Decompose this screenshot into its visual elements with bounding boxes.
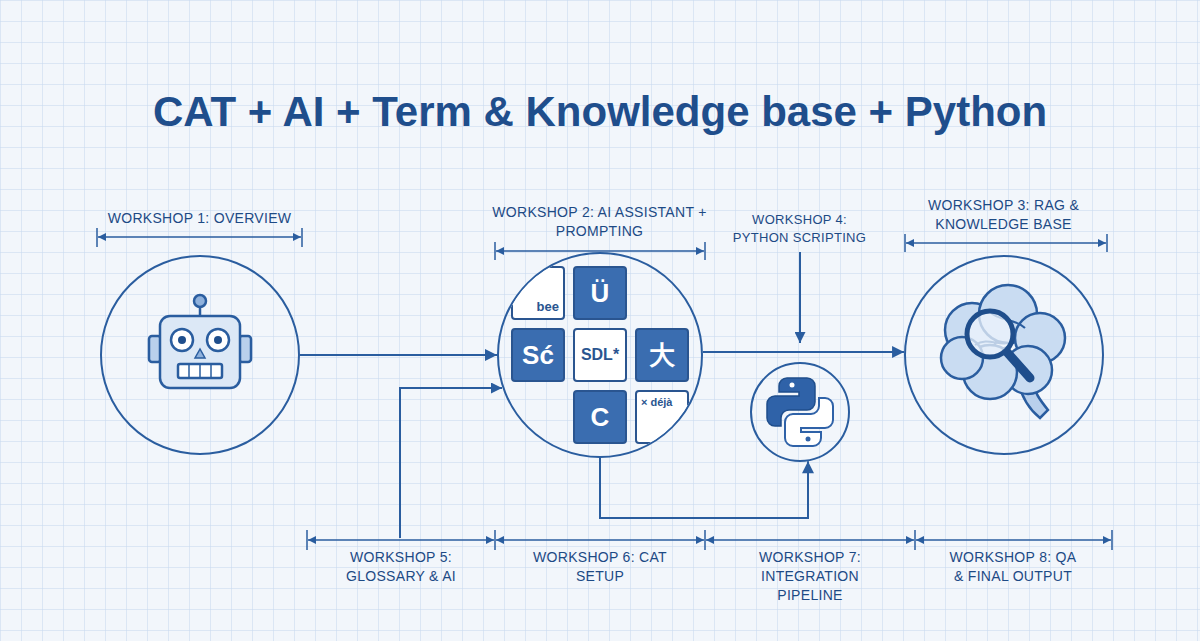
robot-eye	[171, 329, 193, 351]
robot-eye	[207, 329, 229, 351]
tool-tile: Sć	[511, 328, 565, 382]
workshop-circle: WORKSHOP 4: PYTHON SCRIPTING	[750, 362, 850, 462]
robot-nose	[195, 349, 205, 358]
dimension-line	[706, 539, 914, 541]
workshop-heading: WORKSHOP 2: AI ASSISTANT + PROMPTING	[490, 203, 710, 241]
brain-icon	[941, 285, 1065, 418]
dimension-line	[906, 242, 1106, 244]
bracket-tick	[704, 242, 706, 260]
leader-arrow	[400, 388, 502, 538]
workshop-label: WORKSHOP 8: QA & FINAL OUTPUT	[948, 548, 1078, 586]
magnifier-glass	[967, 311, 1013, 357]
leader-arrow	[799, 252, 801, 343]
cat-logo-tile	[635, 11, 689, 65]
tool-name: C	[591, 403, 610, 432]
bracket-tick	[494, 242, 496, 260]
flow-arrow	[600, 458, 808, 518]
python-snake-lower	[785, 398, 833, 446]
dimension-line	[98, 236, 301, 238]
magnifier-handle	[1006, 351, 1030, 378]
tool-tile: Ü	[573, 266, 627, 320]
robot-teeth	[189, 364, 211, 378]
tool-name: × déjà	[641, 396, 673, 408]
robot-mouth	[178, 364, 222, 378]
dimension-line	[308, 539, 494, 541]
dimension-line	[496, 539, 704, 541]
workshop-circle: WORKSHOP 1: OVERVIEW	[100, 255, 300, 455]
bracket-tick	[494, 530, 496, 550]
dimension-brackets	[97, 228, 1112, 550]
bracket-tick	[306, 530, 308, 550]
robot-icon	[149, 295, 251, 388]
tool-name: Ü	[591, 279, 610, 308]
workshop-circle: WORKSHOP 3: RAG & KNOWLEDGE BASE	[904, 255, 1104, 455]
bracket-tick	[914, 530, 916, 550]
workshop-label: WORKSHOP 5: GLOSSARY & AI	[316, 548, 486, 586]
bracket-tick	[96, 228, 98, 247]
flow-arrow	[703, 351, 904, 353]
bracket-tick	[1106, 234, 1108, 252]
workshop-label: WORKSHOP 7: INTEGRATION PIPELINE	[735, 548, 885, 605]
logo-tile	[635, 11, 689, 65]
workshop-heading: WORKSHOP 1: OVERVIEW	[92, 209, 307, 228]
diagram-title: CAT + AI + Term & Knowledge base + Pytho…	[0, 88, 1200, 136]
logo-ring	[649, 21, 679, 51]
dimension-line	[916, 539, 1111, 541]
tool-name: 大	[649, 341, 675, 370]
tool-name: Sć	[522, 341, 554, 370]
robot-pupil	[178, 336, 186, 344]
bracket-tick	[301, 228, 303, 247]
flow-arrow	[300, 354, 497, 356]
bracket-tick	[1111, 530, 1113, 550]
workshop-heading: WORKSHOP 3: RAG & KNOWLEDGE BASE	[899, 196, 1109, 234]
bracket-tick	[704, 530, 706, 550]
tool-name: bee	[537, 300, 559, 314]
workshop-circle: WORKSHOP 2: AI ASSISTANT + PROMPTINGbeeÜ…	[497, 252, 703, 458]
tool-tile: 大	[635, 328, 689, 382]
python-logo	[767, 378, 833, 446]
tool-tile: × déjà	[635, 390, 689, 444]
workshop-heading: WORKSHOP 4: PYTHON SCRIPTING	[725, 211, 875, 246]
python-eye	[806, 437, 811, 442]
tool-tile: bee	[511, 266, 565, 320]
tool-tile: SDL*	[573, 328, 627, 382]
bracket-tick	[904, 234, 906, 252]
tool-name: SDL*	[581, 346, 619, 364]
workshop-label: WORKSHOP 6: CAT SETUP	[525, 548, 675, 586]
circle-clip: bee Ü Sć SDL* 大 C × déjà	[499, 254, 701, 456]
robot-antenna-ball	[194, 295, 206, 307]
python-eye	[790, 383, 795, 388]
tool-tile: C	[573, 390, 627, 444]
robot-head	[160, 316, 240, 388]
robot-pupil	[214, 336, 222, 344]
